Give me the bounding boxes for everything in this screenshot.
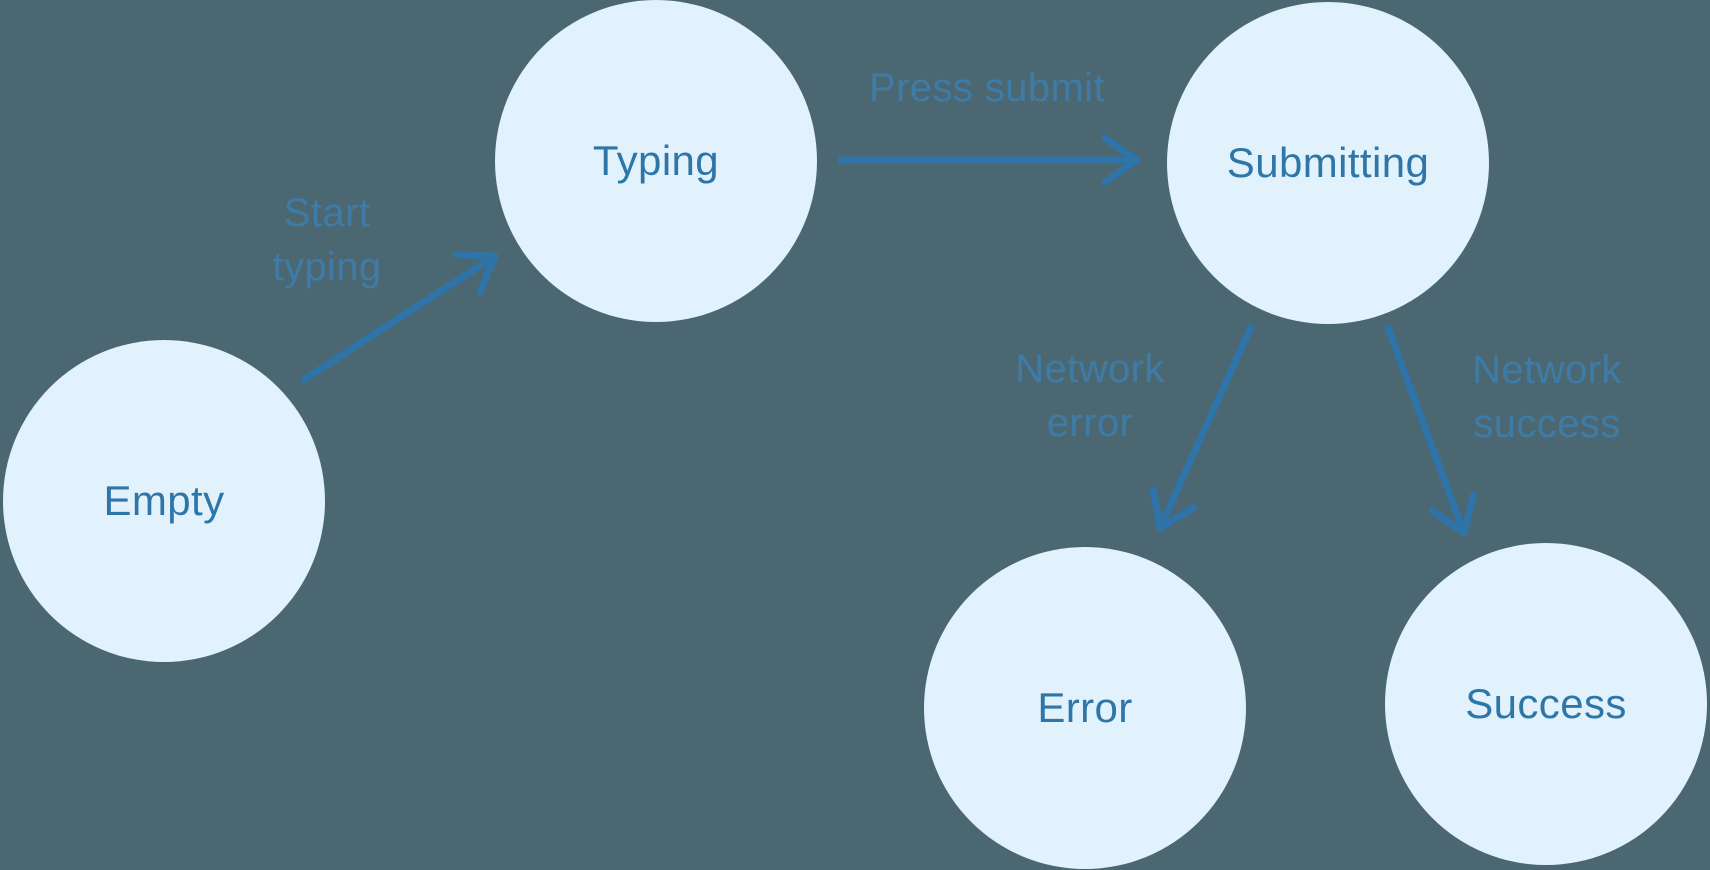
- transition-label-network-error: Network error: [1015, 342, 1165, 450]
- transition-label-line: Press submit: [869, 66, 1105, 110]
- arrow-empty-to-typing: [300, 251, 499, 384]
- transition-label-press-submit: Press submit: [869, 61, 1105, 115]
- transition-label-line: success: [1473, 402, 1621, 446]
- transition-label-line: Network: [1472, 348, 1622, 392]
- transition-label-network-success: Network success: [1472, 343, 1622, 451]
- state-node-success: Success: [1385, 543, 1707, 865]
- state-node-submitting: Submitting: [1167, 2, 1489, 324]
- state-node-empty: Empty: [3, 340, 325, 662]
- state-label-typing: Typing: [592, 137, 720, 184]
- state-label-empty: Empty: [103, 477, 225, 524]
- transition-label-line: Start: [283, 191, 371, 235]
- state-node-typing: Typing: [495, 0, 817, 322]
- arrow-submitting-to-success: [1383, 323, 1478, 537]
- transition-label-line: Network: [1015, 347, 1165, 391]
- state-node-error: Error: [924, 547, 1246, 869]
- arrow-submitting-to-error: [1149, 323, 1256, 532]
- state-label-success: Success: [1465, 680, 1627, 727]
- transition-label-line: error: [1046, 401, 1134, 445]
- transition-label-line: typing: [272, 245, 382, 289]
- transition-label-start-typing: Start typing: [272, 186, 381, 294]
- state-label-error: Error: [1037, 684, 1133, 731]
- state-label-submitting: Submitting: [1226, 139, 1430, 186]
